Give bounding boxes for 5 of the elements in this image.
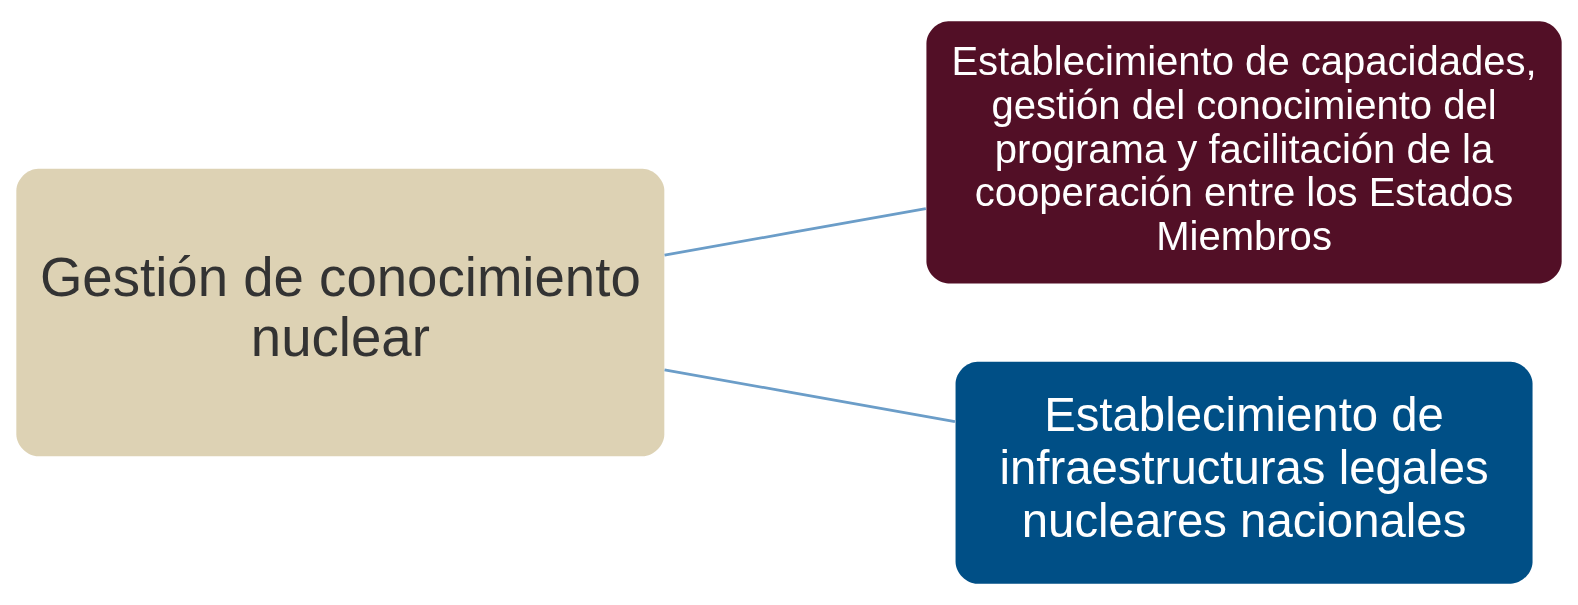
node-box: Establecimiento de infraestructuras legales nucleares nacionales bbox=[955, 361, 1533, 584]
connector bbox=[664, 368, 956, 423]
node-box: Gestión de conocimiento nuclear bbox=[16, 168, 665, 457]
connector bbox=[664, 207, 927, 257]
node-box: Establecimiento de capacidades, gestión del conocimiento del programa y facilitación de la cooperación entre los Estados Miembros bbox=[926, 21, 1562, 284]
